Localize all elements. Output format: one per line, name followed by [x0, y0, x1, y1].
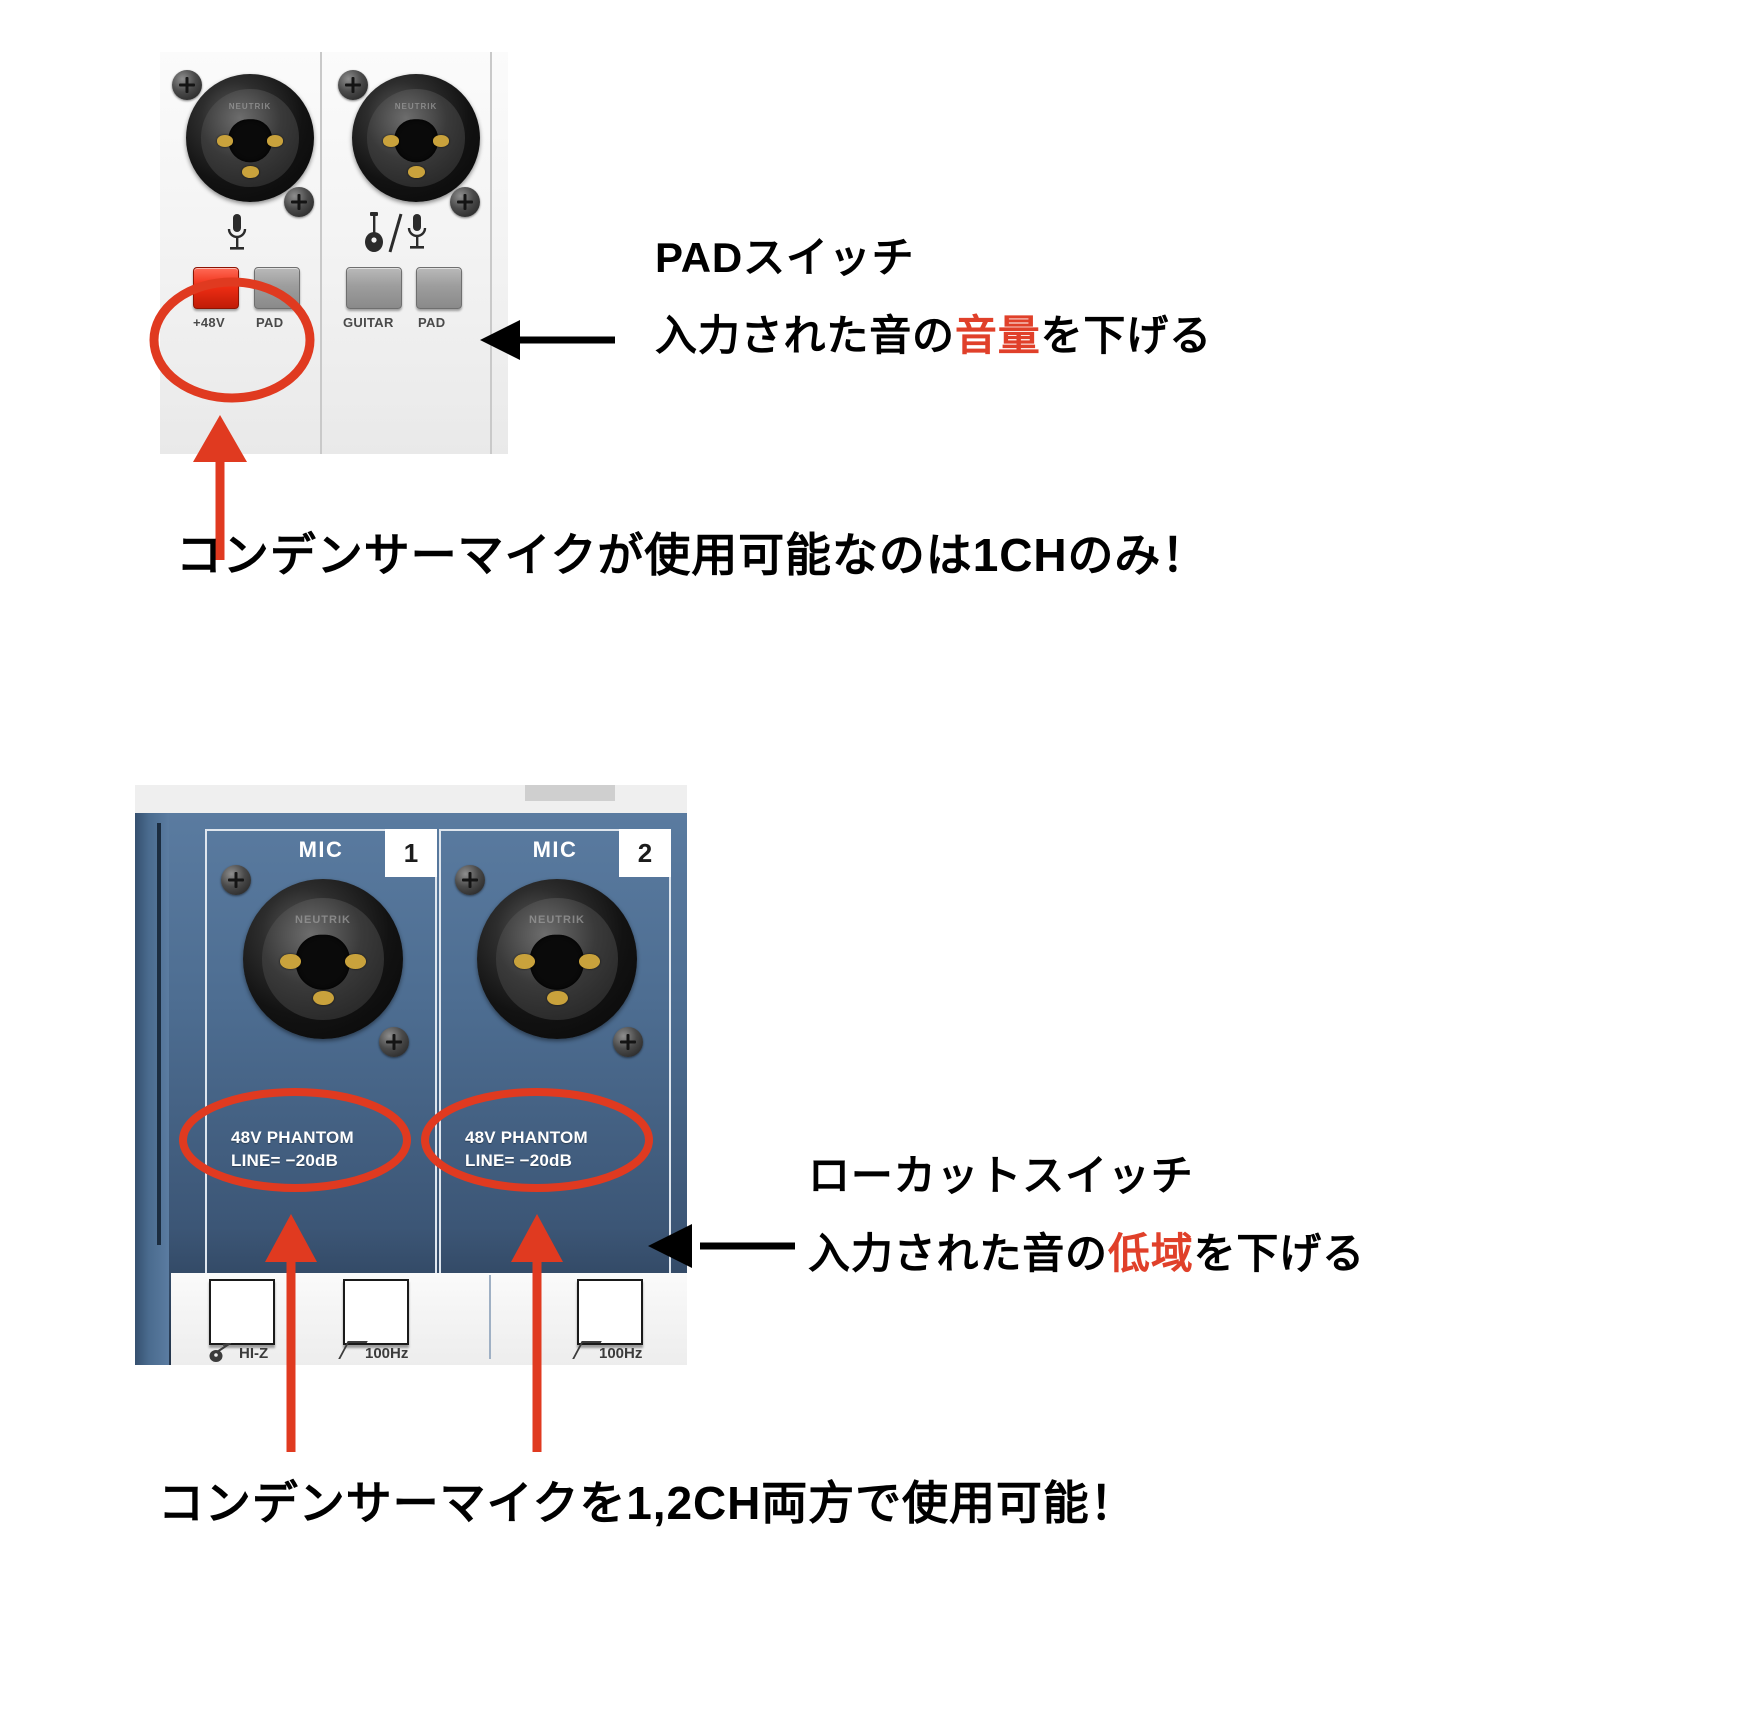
- xlr-pin-3-1: [242, 166, 259, 178]
- phantom-48v-button[interactable]: [193, 267, 239, 309]
- pad-callout-title: PADスイッチ: [655, 234, 915, 281]
- device-top-edge: [135, 785, 687, 813]
- jack-screw-bottom-mic2: [613, 1027, 643, 1057]
- device-top-nub: [525, 785, 615, 801]
- switch-bar: HI-Z 100Hz 100Hz: [171, 1273, 687, 1365]
- pad-callout-body: 入力された音の音量を下げる: [655, 306, 1212, 367]
- label-48v: +48V: [193, 315, 225, 330]
- jack-screw-top-mic1: [221, 865, 251, 895]
- guitar-button-ch2[interactable]: [346, 267, 402, 309]
- condenser-both-ch-note: コンデンサーマイクを1,2CH両方で使用可能！: [158, 1477, 1137, 1529]
- pad-callout-highlight: 音量: [954, 312, 1041, 359]
- phantom-line1-ch1: 48V PHANTOM: [231, 1128, 354, 1147]
- pad-button-ch1[interactable]: [254, 267, 300, 309]
- device-left-rail: [135, 813, 169, 1365]
- switchbar-divider: [489, 1275, 491, 1359]
- xlr-hole-mic2: [529, 934, 585, 990]
- condenser-1ch-note: コンデンサーマイクが使用可能なのは1CHのみ！: [176, 529, 1209, 581]
- hiz-caption: HI-Z: [239, 1345, 269, 1362]
- lowcut-switch-ch2[interactable]: [577, 1279, 643, 1345]
- lowcut-callout-body: 入力された音の低域を下げる: [808, 1224, 1365, 1285]
- lowcut-callout-title: ローカットスイッチ: [808, 1152, 1194, 1199]
- label-guitar: GUITAR: [343, 315, 394, 330]
- xlr-hole-mic1: [295, 934, 351, 990]
- lowcut-switch-ch1[interactable]: [343, 1279, 409, 1345]
- neutrik-brand-mic2: NEUTRIK: [529, 914, 585, 927]
- lowcut-callout-highlight: 低域: [1107, 1230, 1194, 1277]
- top-device-photo: NEUTRIK NEUTRIK +48V: [160, 52, 508, 454]
- bottom-device-photo: MIC 1 NEUTRIK 48V PHANTOM LINE= −20dB MI…: [135, 785, 687, 1365]
- lowcut-caption-ch2: 100Hz: [599, 1345, 643, 1362]
- mic-header-2: MIC: [532, 837, 578, 862]
- xlr-pin-2-mic1: [279, 954, 301, 969]
- neutrik-brand-mic1: NEUTRIK: [295, 914, 351, 927]
- lowcut-callout-prefix: 入力された音の: [808, 1230, 1108, 1277]
- xlr-pin-3-mic2: [547, 991, 569, 1006]
- lowcut-caption-ch1: 100Hz: [365, 1345, 409, 1362]
- jack-screw-top-mic2: [455, 865, 485, 895]
- xlr-jack-1: NEUTRIK: [186, 74, 314, 202]
- xlr-jack-2: NEUTRIK: [352, 74, 480, 202]
- xlr-hole-2: [394, 118, 438, 163]
- phantom-line2-ch1: LINE= −20dB: [231, 1150, 339, 1170]
- xlr-jack-mic1: NEUTRIK: [243, 879, 403, 1039]
- neutrik-brand-1: NEUTRIK: [228, 102, 272, 112]
- channel-number-2: 2: [619, 829, 671, 877]
- xlr-pin-3-2: [408, 166, 425, 178]
- xlr-pin-2-2: [382, 135, 400, 147]
- guitar-slash-microphone-icon: [365, 212, 427, 253]
- xlr-hole-1: [228, 118, 272, 163]
- channel-number-1: 1: [385, 829, 437, 877]
- jack-screw-bottom-1: [284, 187, 314, 217]
- xlr-pin-3-mic1: [313, 991, 335, 1006]
- pad-callout-prefix: 入力された音の: [655, 312, 955, 359]
- xlr-pin-2-mic2: [513, 954, 535, 969]
- label-pad-ch1: PAD: [256, 315, 284, 330]
- xlr-pin-1-1: [266, 135, 284, 147]
- pad-button-ch2[interactable]: [416, 267, 462, 309]
- jack-screw-top-2: [338, 70, 368, 100]
- mic-header-1: MIC: [298, 837, 344, 862]
- lowcut-callout-suffix: を下げる: [1193, 1230, 1365, 1277]
- xlr-pin-1-mic1: [345, 954, 367, 969]
- guitar-icon: [209, 1343, 232, 1362]
- xlr-pin-2-1: [216, 135, 234, 147]
- xlr-pin-1-2: [432, 135, 450, 147]
- neutrik-brand-2: NEUTRIK: [394, 102, 438, 112]
- mixer-channel-2: MIC 2 NEUTRIK 48V PHANTOM LINE= −20dB: [439, 829, 671, 1279]
- phantom-line2-ch2: LINE= −20dB: [465, 1150, 573, 1170]
- channel-divider-2: [490, 52, 492, 454]
- microphone-icon: [227, 214, 247, 250]
- jack-screw-bottom-2: [450, 187, 480, 217]
- mixer-channel-1: MIC 1 NEUTRIK 48V PHANTOM LINE= −20dB: [205, 829, 437, 1279]
- phantom-line1-ch2: 48V PHANTOM: [465, 1128, 588, 1147]
- jack-screw-bottom-mic1: [379, 1027, 409, 1057]
- pad-callout-suffix: を下げる: [1040, 312, 1212, 359]
- hiz-switch-ch1[interactable]: [209, 1279, 275, 1345]
- xlr-jack-mic2: NEUTRIK: [477, 879, 637, 1039]
- jack-screw-top-1: [172, 70, 202, 100]
- label-pad-ch2: PAD: [418, 315, 446, 330]
- phantom-label-2: 48V PHANTOM LINE= −20dB: [465, 1127, 588, 1173]
- phantom-label-1: 48V PHANTOM LINE= −20dB: [231, 1127, 354, 1173]
- channel-divider-1: [320, 52, 322, 454]
- xlr-pin-1-mic2: [579, 954, 601, 969]
